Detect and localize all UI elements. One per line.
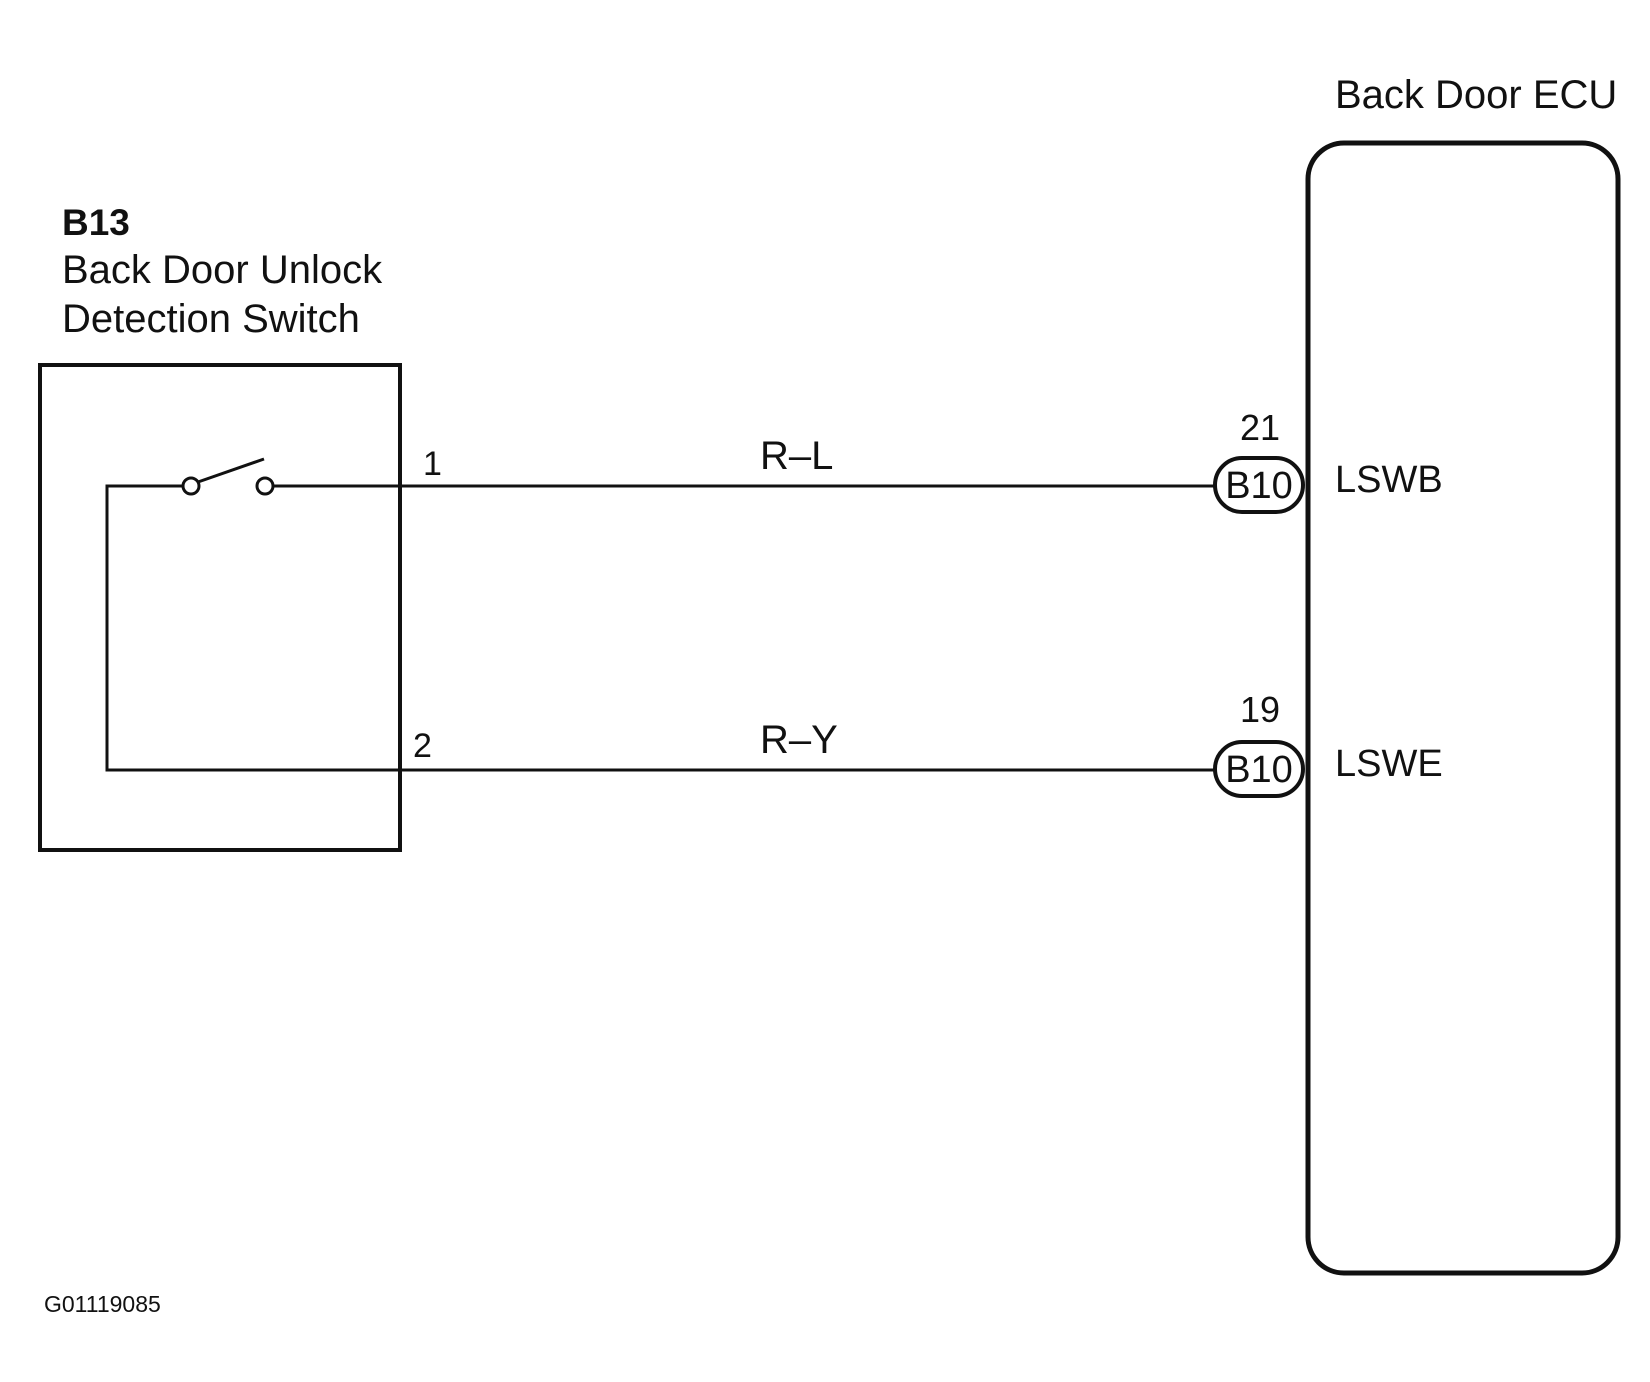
switch-contact-right: [255, 476, 275, 496]
connector-b10-lower: [1213, 740, 1305, 798]
ecu-pin-21: 21: [1240, 407, 1280, 448]
switch-contact-left: [181, 476, 201, 496]
ecu-box: [1305, 140, 1621, 1276]
figure-id: G01119085: [44, 1291, 161, 1317]
ecu-pin-19: 19: [1240, 689, 1280, 730]
connector-b10-upper: [1213, 456, 1305, 514]
switch-name-line1: Back Door Unlock: [62, 248, 383, 292]
switch-pin-2: 2: [413, 727, 432, 765]
switch-pin-1: 1: [423, 445, 442, 483]
wire-r-l-color: R–L: [760, 434, 833, 478]
switch-box: [38, 363, 402, 852]
terminal-lswb: LSWB: [1335, 459, 1443, 501]
terminal-lswe: LSWE: [1335, 743, 1443, 785]
ecu-title: Back Door ECU: [1335, 73, 1617, 117]
switch-name-line2: Detection Switch: [62, 297, 360, 341]
connector-b10-upper-label: B10: [1225, 465, 1293, 507]
switch-blade: [197, 457, 265, 484]
switch-code: B13: [62, 202, 130, 243]
switch-internal-wire: [105, 484, 400, 772]
connector-b10-lower-label: B10: [1225, 749, 1293, 791]
wire-r-y-color: R–Y: [760, 718, 838, 762]
